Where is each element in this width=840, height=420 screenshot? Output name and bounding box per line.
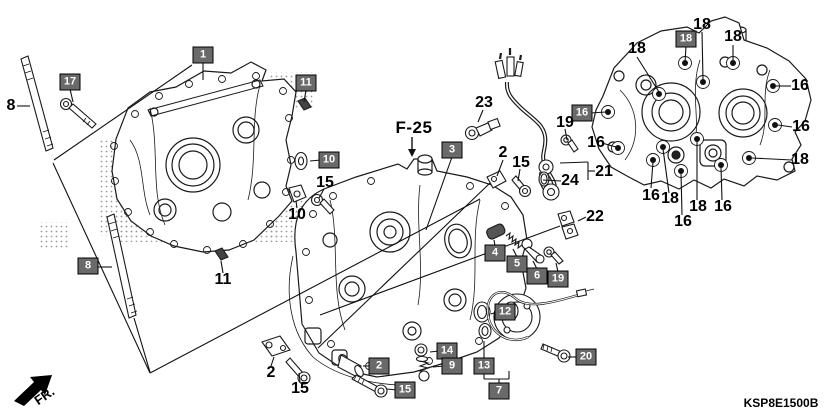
diagram-code: KSP8E1500B bbox=[743, 396, 819, 410]
leader-line bbox=[309, 159, 322, 162]
leader-line bbox=[52, 162, 151, 374]
leader-line bbox=[133, 317, 151, 373]
crankcase-right-half-inner-view bbox=[288, 154, 528, 386]
dowel-pin-11-upper bbox=[297, 97, 312, 111]
leader-line bbox=[496, 159, 504, 177]
snap-ring-13 bbox=[478, 322, 492, 340]
leader-line bbox=[636, 56, 660, 93]
oil-plug bbox=[417, 154, 433, 176]
leader-line bbox=[270, 356, 275, 367]
leader-line bbox=[53, 64, 193, 161]
leader-line bbox=[386, 388, 398, 391]
flange-bolt-20 bbox=[540, 343, 571, 363]
leader-line bbox=[777, 124, 793, 128]
leader-line bbox=[559, 161, 589, 164]
dowel-pin-11-lower bbox=[214, 247, 229, 261]
sealing-nut-14 bbox=[414, 343, 429, 363]
leader-line bbox=[477, 109, 484, 123]
plate-10 bbox=[288, 184, 307, 203]
leader-line bbox=[751, 157, 793, 161]
pawl-6 bbox=[521, 238, 545, 264]
pulse-sensor-23 bbox=[464, 117, 501, 141]
f25-arrow bbox=[408, 137, 416, 157]
flange-bolt-15-bottom bbox=[351, 374, 388, 398]
leader-line bbox=[542, 179, 562, 182]
bracket-2-mid bbox=[486, 170, 507, 189]
flange-bolt-19-lower bbox=[543, 246, 564, 265]
leader-line bbox=[684, 45, 687, 64]
leader-line bbox=[295, 200, 298, 209]
spring-5 bbox=[505, 231, 523, 250]
fr-arrow-icon bbox=[14, 375, 52, 406]
flange-bolt-15-mid bbox=[511, 175, 532, 198]
leader-line bbox=[720, 166, 723, 201]
stud-bolt-8-lower bbox=[106, 213, 138, 319]
leader-line bbox=[555, 262, 559, 273]
leader-line bbox=[577, 216, 587, 222]
o-ring-24 bbox=[538, 171, 550, 187]
leader-line bbox=[149, 198, 481, 374]
leader-line bbox=[298, 372, 301, 383]
leader-line bbox=[319, 225, 561, 316]
leader-line bbox=[303, 89, 307, 103]
leader-line bbox=[317, 182, 491, 349]
spring-bolt-9 bbox=[418, 360, 430, 382]
bolt-hole-dots bbox=[601, 56, 782, 178]
leader-line bbox=[650, 161, 654, 189]
crankcase-right-half-outer-view bbox=[591, 16, 812, 190]
leader-line bbox=[220, 260, 224, 274]
f25-cross-reference: F-25 bbox=[395, 118, 433, 137]
leader-line bbox=[425, 156, 453, 231]
flange-bolt-15-left2 bbox=[285, 357, 311, 385]
bracket-2-left bbox=[261, 335, 291, 357]
leader-line bbox=[662, 148, 670, 194]
flange-bolt-19-upper bbox=[560, 134, 579, 153]
leader-line bbox=[589, 111, 607, 114]
crankcase-left-half bbox=[110, 61, 297, 254]
stud-bolt-8-upper bbox=[20, 55, 54, 152]
oil-seal-12 bbox=[473, 301, 491, 323]
leader-line bbox=[69, 88, 74, 103]
leader-line bbox=[564, 128, 568, 141]
rubber-cap-4 bbox=[486, 223, 506, 240]
bracket-22 bbox=[557, 210, 579, 240]
leader-line bbox=[318, 188, 325, 199]
flange-bolt-17 bbox=[59, 97, 97, 129]
grommet-10 bbox=[294, 151, 308, 171]
leader-line bbox=[680, 172, 683, 216]
leader-line bbox=[601, 142, 617, 148]
pulse-generator-21 bbox=[538, 159, 560, 201]
leader-line bbox=[701, 31, 704, 81]
leader-line bbox=[532, 260, 538, 270]
leader-line bbox=[517, 168, 521, 182]
leader-lines bbox=[17, 31, 793, 391]
